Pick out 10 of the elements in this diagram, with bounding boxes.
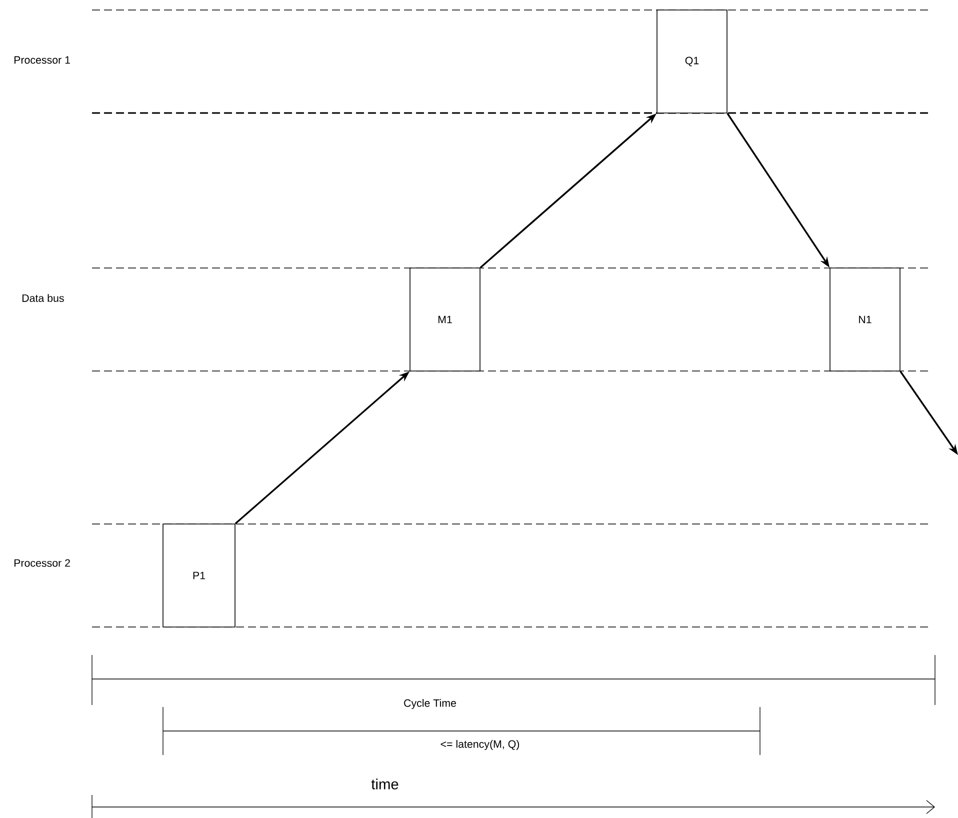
lane-label: Processor 2 [14, 559, 70, 567]
event-box: P1 [162, 524, 236, 628]
lane-label: Data bus [22, 294, 64, 302]
dimension-label: Cycle Time [404, 699, 456, 709]
event-box: N1 [830, 268, 900, 372]
axis-label: time [371, 778, 398, 790]
dimension-label: <= latency(M, Q) [440, 740, 520, 750]
lane-label: Processor 1 [14, 56, 70, 64]
event-box: Q1 [656, 10, 728, 114]
event-box: M1 [410, 268, 480, 372]
